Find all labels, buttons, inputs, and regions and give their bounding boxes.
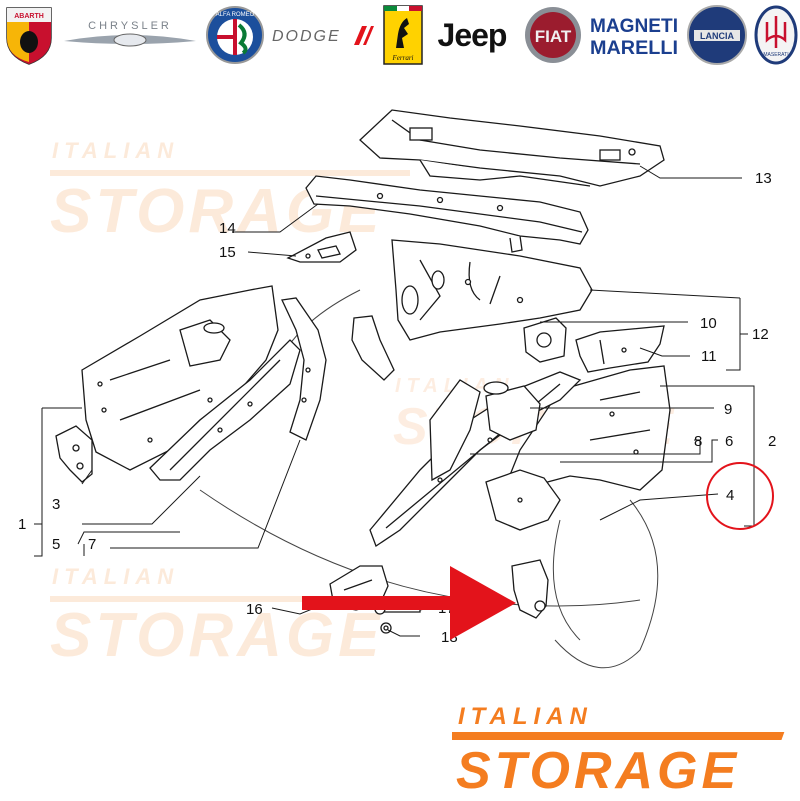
svg-text:ALFA ROMEO: ALFA ROMEO	[216, 12, 255, 18]
svg-text:STORAGE: STORAGE	[50, 601, 383, 670]
magneti-marelli-logo-icon: MAGNETI MARELLI	[588, 4, 680, 66]
callout-16: 16	[246, 601, 263, 618]
highlight-red-arrow	[302, 566, 516, 640]
svg-text:ITALIAN: ITALIAN	[52, 138, 179, 163]
svg-text:MASERATI: MASERATI	[763, 52, 788, 58]
svg-text:FIAT: FIAT	[535, 27, 572, 46]
alfa-romeo-logo-icon: ALFA ROMEO	[204, 4, 266, 66]
part-12-dash-bulkhead	[391, 239, 593, 341]
callout-6: 6	[725, 433, 733, 450]
part-4-lower-rear-panel	[485, 469, 561, 531]
part-15-bracket	[286, 231, 357, 263]
part-10-panel	[523, 317, 567, 363]
callout-14: 14	[219, 220, 236, 237]
chrysler-logo-icon: CHRYSLER	[62, 4, 198, 66]
part-10-left-wing-bracket	[351, 315, 395, 381]
italian-storage-footer-logo: ITALIAN STORAGE	[441, 700, 798, 800]
callout-15: 15	[219, 244, 236, 261]
part-7-left-inner-rail	[281, 297, 327, 441]
ferrari-logo-icon: Ferrari	[382, 4, 424, 66]
part-4-highlighted-bracket	[511, 559, 549, 619]
footer-logo-line2: STORAGE	[456, 742, 740, 796]
watermark-bottom-left: ITALIAN STORAGE	[50, 564, 390, 670]
callout-7: 7	[88, 536, 96, 553]
part-2-right-wheelhouse	[499, 365, 671, 501]
callout-2: 2	[768, 433, 776, 450]
callout-5: 5	[52, 536, 60, 553]
callout-10: 10	[700, 315, 717, 332]
svg-text:CHRYSLER: CHRYSLER	[88, 20, 172, 32]
svg-text:MAGNETI: MAGNETI	[590, 16, 678, 37]
part-6-inner-panel	[429, 379, 481, 482]
callout-9: 9	[724, 401, 732, 418]
part-11-bracket	[575, 325, 665, 373]
part-9-reinforcement	[483, 381, 541, 441]
svg-text:ABARTH: ABARTH	[14, 13, 44, 20]
svg-text:MARELLI: MARELLI	[590, 38, 678, 59]
svg-text:DODGE: DODGE	[272, 28, 341, 45]
part-18-washer	[380, 622, 392, 634]
part-13-cowl-panel	[359, 109, 665, 187]
callout-3: 3	[52, 496, 60, 513]
callout-4: 4	[726, 487, 734, 504]
part-14-cross-member	[305, 175, 589, 253]
footer-logo-line1: ITALIAN	[458, 703, 593, 730]
fiat-logo-icon: FIAT	[522, 4, 584, 66]
highlight-circle-marker	[706, 462, 774, 530]
callout-8: 8	[694, 433, 702, 450]
jeep-logo-text: Jeep	[437, 16, 508, 53]
callout-11: 11	[701, 348, 717, 365]
callout-12: 12	[752, 326, 769, 343]
abarth-logo-icon: ABARTH	[0, 4, 58, 66]
svg-text:Ferrari: Ferrari	[392, 54, 414, 62]
svg-text:LANCIA: LANCIA	[700, 31, 734, 41]
part-3-lower-bracket	[55, 425, 93, 483]
jeep-logo-icon: Jeep	[428, 4, 516, 66]
callout-1: 1	[18, 516, 26, 533]
dodge-logo-icon: DODGE	[270, 4, 374, 66]
part-1-left-wheelhouse	[81, 285, 279, 471]
callout-13: 13	[755, 170, 772, 187]
part-5-left-front-rail	[149, 339, 301, 481]
maserati-logo-icon: MASERATI	[752, 4, 800, 66]
svg-text:ITALIAN: ITALIAN	[52, 564, 179, 589]
lancia-logo-icon: LANCIA	[684, 4, 750, 66]
leader-lines	[34, 165, 755, 637]
